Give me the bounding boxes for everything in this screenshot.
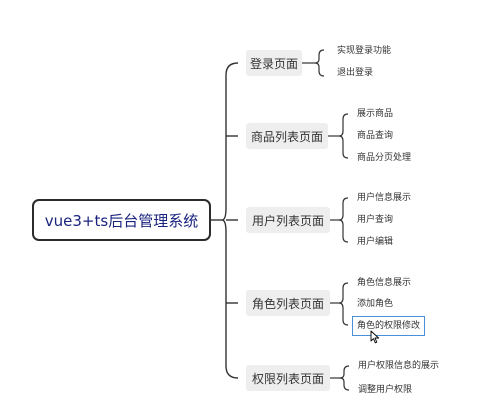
leaf-node[interactable]: 商品分页处理 xyxy=(357,153,412,163)
branch-brace-products xyxy=(338,113,349,159)
leaf-node[interactable]: 用户信息展示 xyxy=(357,193,412,203)
branch-node-permissions[interactable]: 权限列表页面 xyxy=(246,365,330,391)
branch-brace-roles xyxy=(338,282,349,326)
leaf-node[interactable]: 调整用户权限 xyxy=(358,385,413,395)
leaf-node[interactable]: 角色信息展示 xyxy=(357,278,412,288)
leaf-node[interactable]: 用户权限信息的展示 xyxy=(358,361,440,371)
leaf-node[interactable]: 用户编辑 xyxy=(357,237,394,247)
leaf-node[interactable]: 用户查询 xyxy=(357,215,394,225)
leaf-node[interactable]: 实现登录功能 xyxy=(337,46,392,56)
branch-node-login[interactable]: 登录页面 xyxy=(246,50,302,76)
branch-brace-permissions xyxy=(339,365,350,391)
root-node[interactable]: vue3+ts后台管理系统 xyxy=(32,199,211,241)
leaf-node[interactable]: 添加角色 xyxy=(357,299,394,309)
leaf-node[interactable]: 退出登录 xyxy=(337,68,374,78)
mouse-pointer-icon xyxy=(370,330,380,344)
branch-brace-login xyxy=(314,49,325,77)
branch-node-products[interactable]: 商品列表页面 xyxy=(246,123,328,149)
branch-node-users[interactable]: 用户列表页面 xyxy=(246,207,330,233)
leaf-node[interactable]: 展示商品 xyxy=(357,109,394,119)
root-brace-curve xyxy=(221,62,239,379)
leaf-node[interactable]: 商品查询 xyxy=(357,131,394,141)
branch-node-roles[interactable]: 角色列表页面 xyxy=(246,290,330,316)
leaf-node-selected[interactable]: 角色的权限修改 xyxy=(352,316,426,336)
branch-brace-users xyxy=(338,197,349,243)
